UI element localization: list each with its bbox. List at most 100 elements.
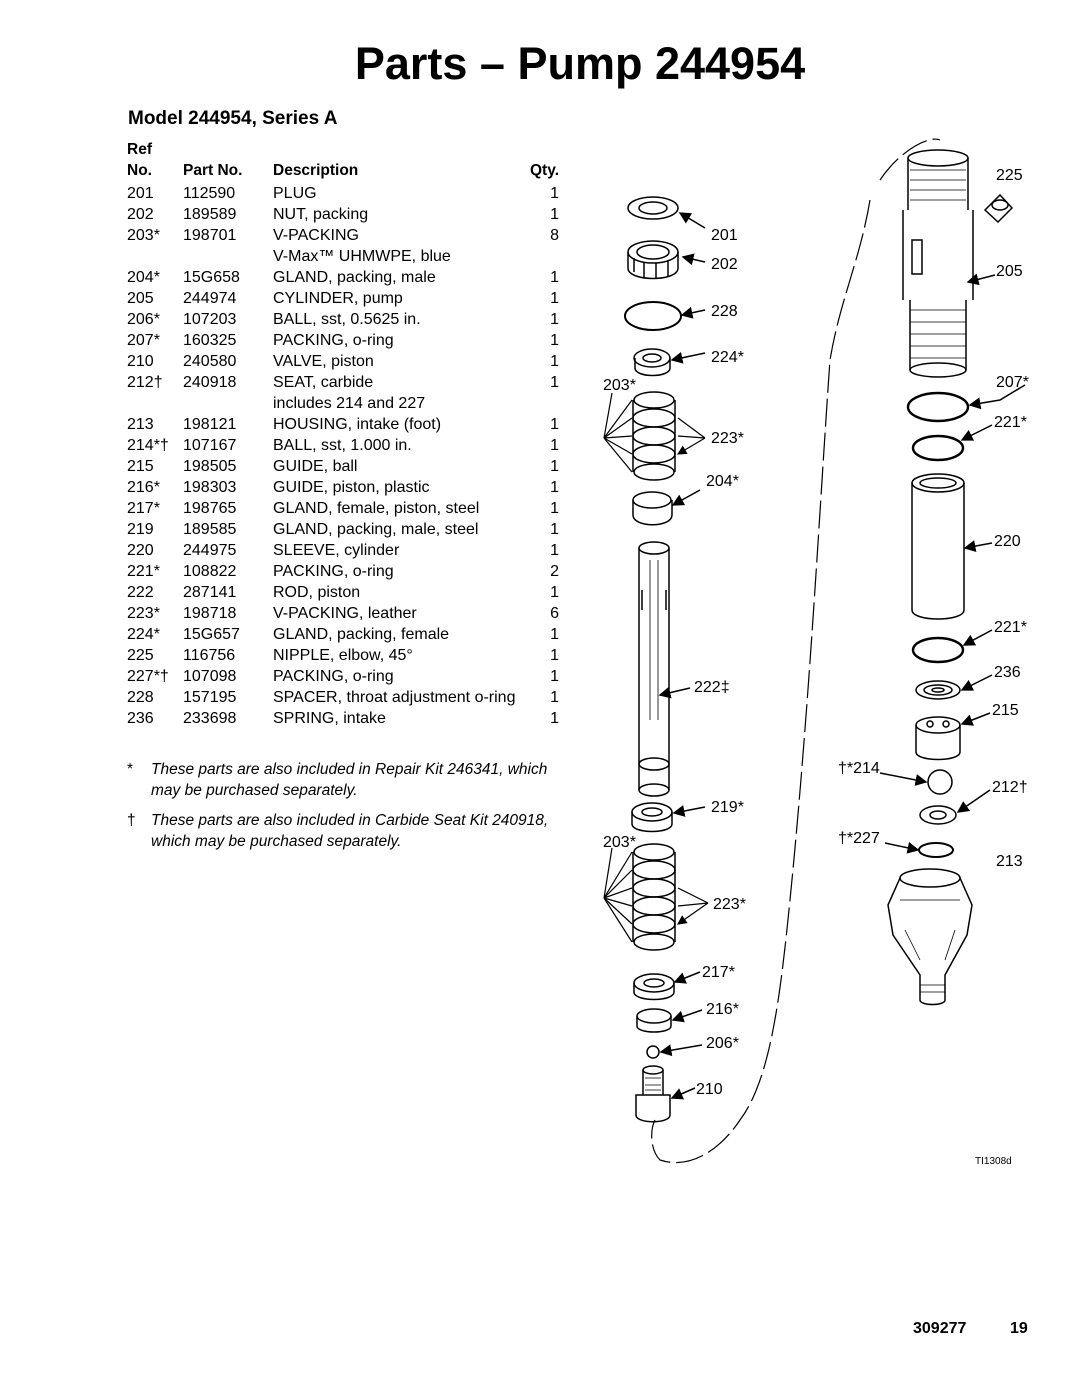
qty-cell: 1	[550, 374, 559, 391]
callout-207: 207*	[996, 374, 1029, 391]
part-number-cell: 198718	[183, 605, 237, 622]
gland-204-part	[632, 491, 673, 526]
header-qty: Qty.	[530, 162, 559, 179]
part-number-cell: 107203	[183, 311, 237, 328]
part-number-cell: 240918	[183, 374, 237, 391]
part-number-cell: 112590	[183, 185, 236, 202]
table-row: 212† 240918 SEAT, carbide 1	[127, 372, 567, 393]
arrow-214	[879, 772, 928, 786]
description-cell: SPACER, throat adjustment o-ring	[273, 689, 516, 706]
part-number-cell: 198121	[183, 416, 237, 433]
part-number-cell: 198765	[183, 500, 237, 517]
qty-cell: 1	[550, 668, 559, 685]
callout-222: 222‡	[694, 679, 730, 696]
arrow-202	[681, 253, 706, 266]
ref-cell: 205	[127, 290, 154, 307]
diagram-labels: 201 202 228 224* 203* 223* 204* 222‡ 219…	[603, 167, 1029, 1167]
arrow-217	[673, 971, 701, 984]
header-ref-line1: Ref	[127, 141, 152, 158]
part-number-cell: 107167	[183, 437, 237, 454]
o-ring-221-upper-part	[911, 434, 965, 462]
qty-cell: 1	[550, 584, 559, 601]
qty-cell: 1	[550, 542, 559, 559]
callout-212: 212†	[992, 779, 1028, 796]
callout-201: 201	[711, 227, 738, 244]
gland-224-part	[633, 348, 671, 377]
gland-219-part	[631, 802, 673, 833]
qty-cell: 1	[550, 521, 559, 538]
ref-cell: 206*	[127, 311, 160, 328]
assembly-dashed-line	[651, 138, 941, 1164]
callout-203-upper: 203*	[603, 377, 636, 394]
callout-220: 220	[994, 533, 1021, 550]
o-ring-207-part	[906, 391, 970, 423]
description-cell: GUIDE, piston, plastic	[273, 479, 430, 496]
description-cell: SLEEVE, cylinder	[273, 542, 400, 559]
ball-206-part	[646, 1045, 660, 1059]
table-row: includes 214 and 227	[127, 393, 567, 414]
arrow-204	[671, 489, 701, 506]
ref-cell: 225	[127, 647, 154, 664]
callout-221-upper: 221*	[994, 414, 1027, 431]
part-number-cell: 244974	[183, 290, 237, 307]
qty-cell: 6	[550, 605, 559, 622]
ref-cell: 210	[127, 353, 154, 370]
pump-cylinder-205-part	[902, 149, 974, 378]
ref-cell: 220	[127, 542, 154, 559]
part-number-cell: 15G657	[183, 626, 240, 643]
arrow-220	[963, 540, 993, 552]
callout-228: 228	[711, 303, 738, 320]
piston-guide-216-part	[636, 1008, 672, 1033]
description-cell: CYLINDER, pump	[273, 290, 403, 307]
description-cell: GLAND, packing, male	[273, 269, 436, 286]
description-cell: GLAND, packing, male, steel	[273, 521, 479, 538]
qty-cell: 1	[550, 311, 559, 328]
ref-cell: 214*†	[127, 437, 169, 454]
arrows-203-upper	[603, 392, 633, 473]
callout-225: 225	[996, 167, 1023, 184]
piston-rod-222-part	[638, 541, 670, 797]
ref-cell: 212†	[127, 374, 163, 391]
description-cell: SEAT, carbide	[273, 374, 374, 391]
qty-cell: 8	[550, 227, 559, 244]
description-cell: BALL, sst, 1.000 in.	[273, 437, 412, 454]
callout-217: 217*	[702, 964, 735, 981]
intake-spring-236-part	[915, 680, 961, 700]
part-number-cell: 108822	[183, 563, 237, 580]
ref-cell: 221*	[127, 563, 160, 580]
qty-cell: 1	[550, 458, 559, 475]
o-ring-227-part	[918, 842, 954, 858]
arrow-219	[672, 805, 706, 817]
callout-203-lower: 203*	[603, 834, 636, 851]
description-cell: NIPPLE, elbow, 45°	[273, 647, 413, 664]
carbide-seat-212-part	[919, 805, 957, 825]
description-cell: SPRING, intake	[273, 710, 386, 727]
callout-213: 213	[996, 853, 1023, 870]
cylinder-sleeve-220-part	[911, 473, 965, 620]
description-cell: PACKING, o-ring	[273, 668, 394, 685]
description-cell: ROD, piston	[273, 584, 361, 601]
callout-223-upper: 223*	[711, 430, 744, 447]
table-row: V-Max™ UHMWPE, blue	[127, 246, 567, 267]
qty-cell: 1	[550, 353, 559, 370]
description-cell: HOUSING, intake (foot)	[273, 416, 442, 433]
arrow-224	[670, 351, 706, 364]
gland-217-part	[633, 973, 675, 1001]
spacer-228-part	[624, 301, 682, 331]
ref-cell: 213	[127, 416, 154, 433]
arrow-222	[658, 686, 691, 699]
figure-id: TI1308d	[975, 1156, 1012, 1167]
part-number-cell: 107098	[183, 668, 237, 685]
part-number-cell: 198303	[183, 479, 237, 496]
piston-valve-210-part	[635, 1065, 671, 1123]
callout-216: 216*	[706, 1001, 739, 1018]
